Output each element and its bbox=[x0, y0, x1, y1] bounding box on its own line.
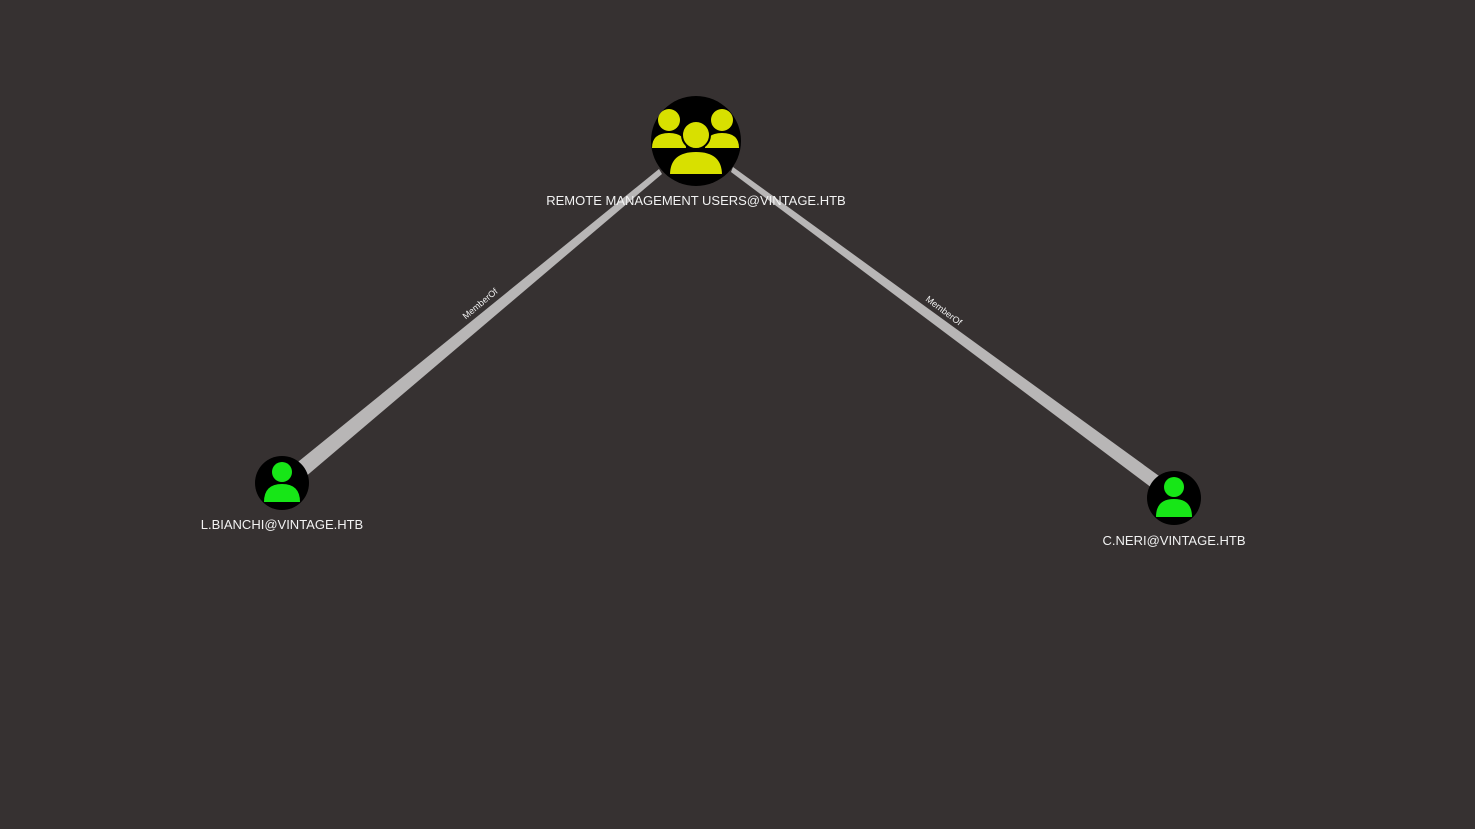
user-icon bbox=[264, 462, 300, 502]
edge-neri-memberof[interactable]: MemberOf bbox=[731, 167, 1166, 491]
node-label: REMOTE MANAGEMENT USERS@VINTAGE.HTB bbox=[546, 193, 845, 208]
node-l-bianchi[interactable]: L.BIANCHI@VINTAGE.HTB bbox=[201, 456, 363, 532]
user-icon bbox=[1156, 477, 1192, 517]
node-c-neri[interactable]: C.NERI@VINTAGE.HTB bbox=[1103, 471, 1246, 548]
edge-bianchi-memberof[interactable]: MemberOf bbox=[288, 169, 662, 478]
node-label: C.NERI@VINTAGE.HTB bbox=[1103, 533, 1246, 548]
edge-shape[interactable] bbox=[288, 169, 662, 478]
group-icon bbox=[652, 109, 739, 176]
edge-shape[interactable] bbox=[731, 167, 1166, 491]
node-remote-management-users[interactable]: REMOTE MANAGEMENT USERS@VINTAGE.HTB bbox=[546, 96, 846, 208]
node-label: L.BIANCHI@VINTAGE.HTB bbox=[201, 517, 363, 532]
